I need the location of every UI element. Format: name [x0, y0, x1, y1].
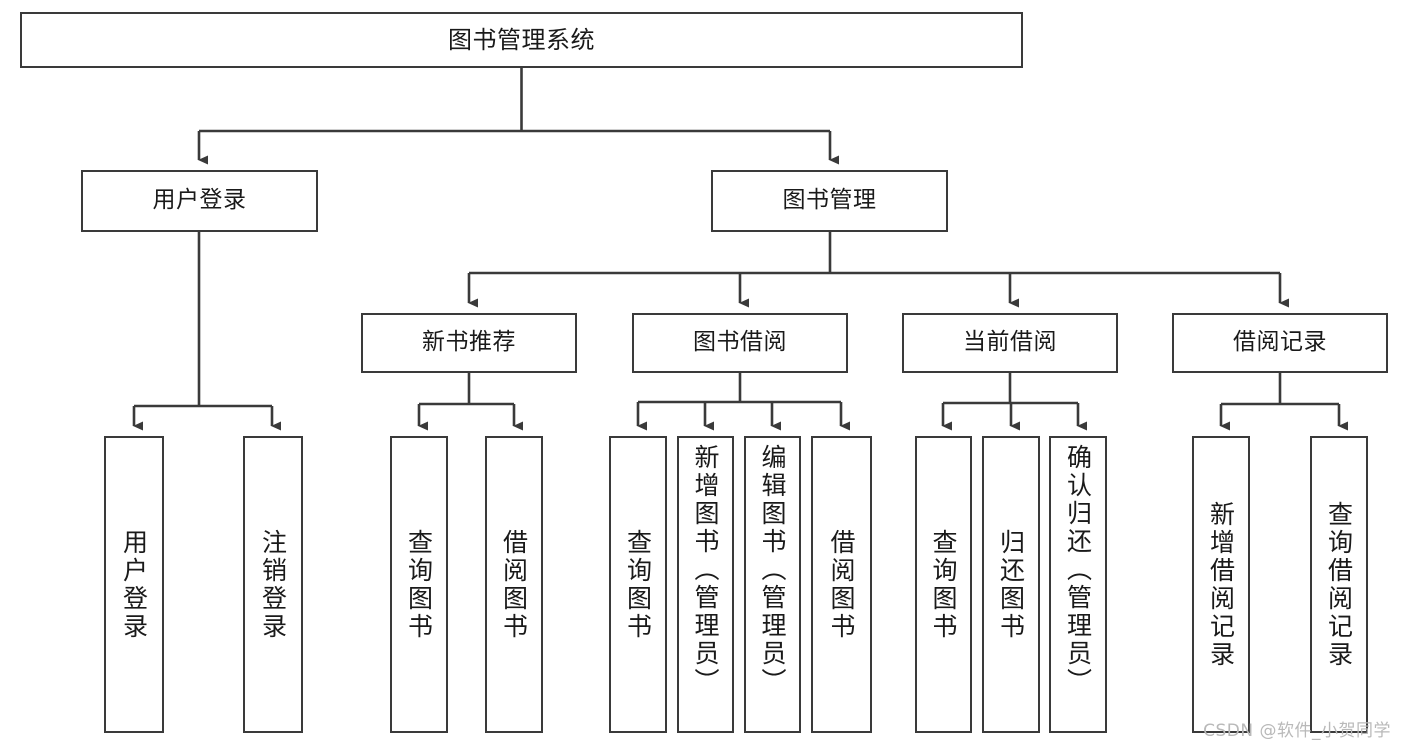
node-leaf-query-book-recommend[interactable]: 查询图书 [390, 436, 448, 733]
node-leaf-edit-book[interactable]: 编辑图书（管理员） [744, 436, 801, 733]
node-book-management-label: 图书管理 [782, 187, 877, 214]
node-root-label: 图书管理系统 [448, 25, 595, 54]
node-leaf-add-borrow-record-label: 新增借阅记录 [1206, 500, 1236, 669]
node-leaf-add-book-label: 新增图书（管理员） [691, 444, 720, 696]
node-leaf-borrow-book-recommend-label: 借阅图书 [499, 528, 529, 641]
node-root[interactable]: 图书管理系统 [20, 12, 1023, 68]
node-leaf-confirm-return-label: 确认归还（管理员） [1063, 444, 1093, 696]
node-leaf-logout[interactable]: 注销登录 [243, 436, 303, 733]
node-current-borrow-label: 当前借阅 [963, 329, 1057, 356]
node-book-borrow[interactable]: 图书借阅 [632, 313, 848, 373]
watermark: CSDN @软件_小贺同学 [1203, 721, 1391, 741]
node-leaf-borrow-book-label: 借阅图书 [827, 528, 856, 641]
node-leaf-borrow-book[interactable]: 借阅图书 [811, 436, 872, 733]
node-book-management[interactable]: 图书管理 [711, 170, 948, 232]
node-leaf-edit-book-label: 编辑图书（管理员） [758, 444, 787, 696]
node-user-login-label: 用户登录 [152, 187, 247, 214]
node-leaf-query-book-borrow-label: 查询图书 [623, 528, 653, 641]
node-leaf-return-book-label: 归还图书 [996, 528, 1026, 641]
node-leaf-logout-label: 注销登录 [258, 528, 288, 641]
node-leaf-user-login-label: 用户登录 [119, 528, 149, 641]
node-leaf-query-book-recommend-label: 查询图书 [404, 528, 434, 641]
node-book-borrow-label: 图书借阅 [693, 329, 787, 356]
node-leaf-add-book[interactable]: 新增图书（管理员） [677, 436, 734, 733]
node-leaf-return-book[interactable]: 归还图书 [982, 436, 1040, 733]
node-leaf-query-borrow-record-label: 查询借阅记录 [1324, 500, 1354, 669]
node-leaf-borrow-book-recommend[interactable]: 借阅图书 [485, 436, 543, 733]
node-new-book-recommend-label: 新书推荐 [422, 329, 516, 356]
node-leaf-user-login[interactable]: 用户登录 [104, 436, 164, 733]
node-borrow-record-label: 借阅记录 [1233, 329, 1327, 356]
node-leaf-query-book-borrow[interactable]: 查询图书 [609, 436, 667, 733]
node-current-borrow[interactable]: 当前借阅 [902, 313, 1118, 373]
node-leaf-query-book-current[interactable]: 查询图书 [915, 436, 972, 733]
node-leaf-query-borrow-record[interactable]: 查询借阅记录 [1310, 436, 1368, 733]
node-leaf-add-borrow-record[interactable]: 新增借阅记录 [1192, 436, 1250, 733]
node-leaf-query-book-current-label: 查询图书 [929, 528, 958, 641]
node-borrow-record[interactable]: 借阅记录 [1172, 313, 1388, 373]
node-new-book-recommend[interactable]: 新书推荐 [361, 313, 577, 373]
node-user-login[interactable]: 用户登录 [81, 170, 318, 232]
node-leaf-confirm-return[interactable]: 确认归还（管理员） [1049, 436, 1107, 733]
